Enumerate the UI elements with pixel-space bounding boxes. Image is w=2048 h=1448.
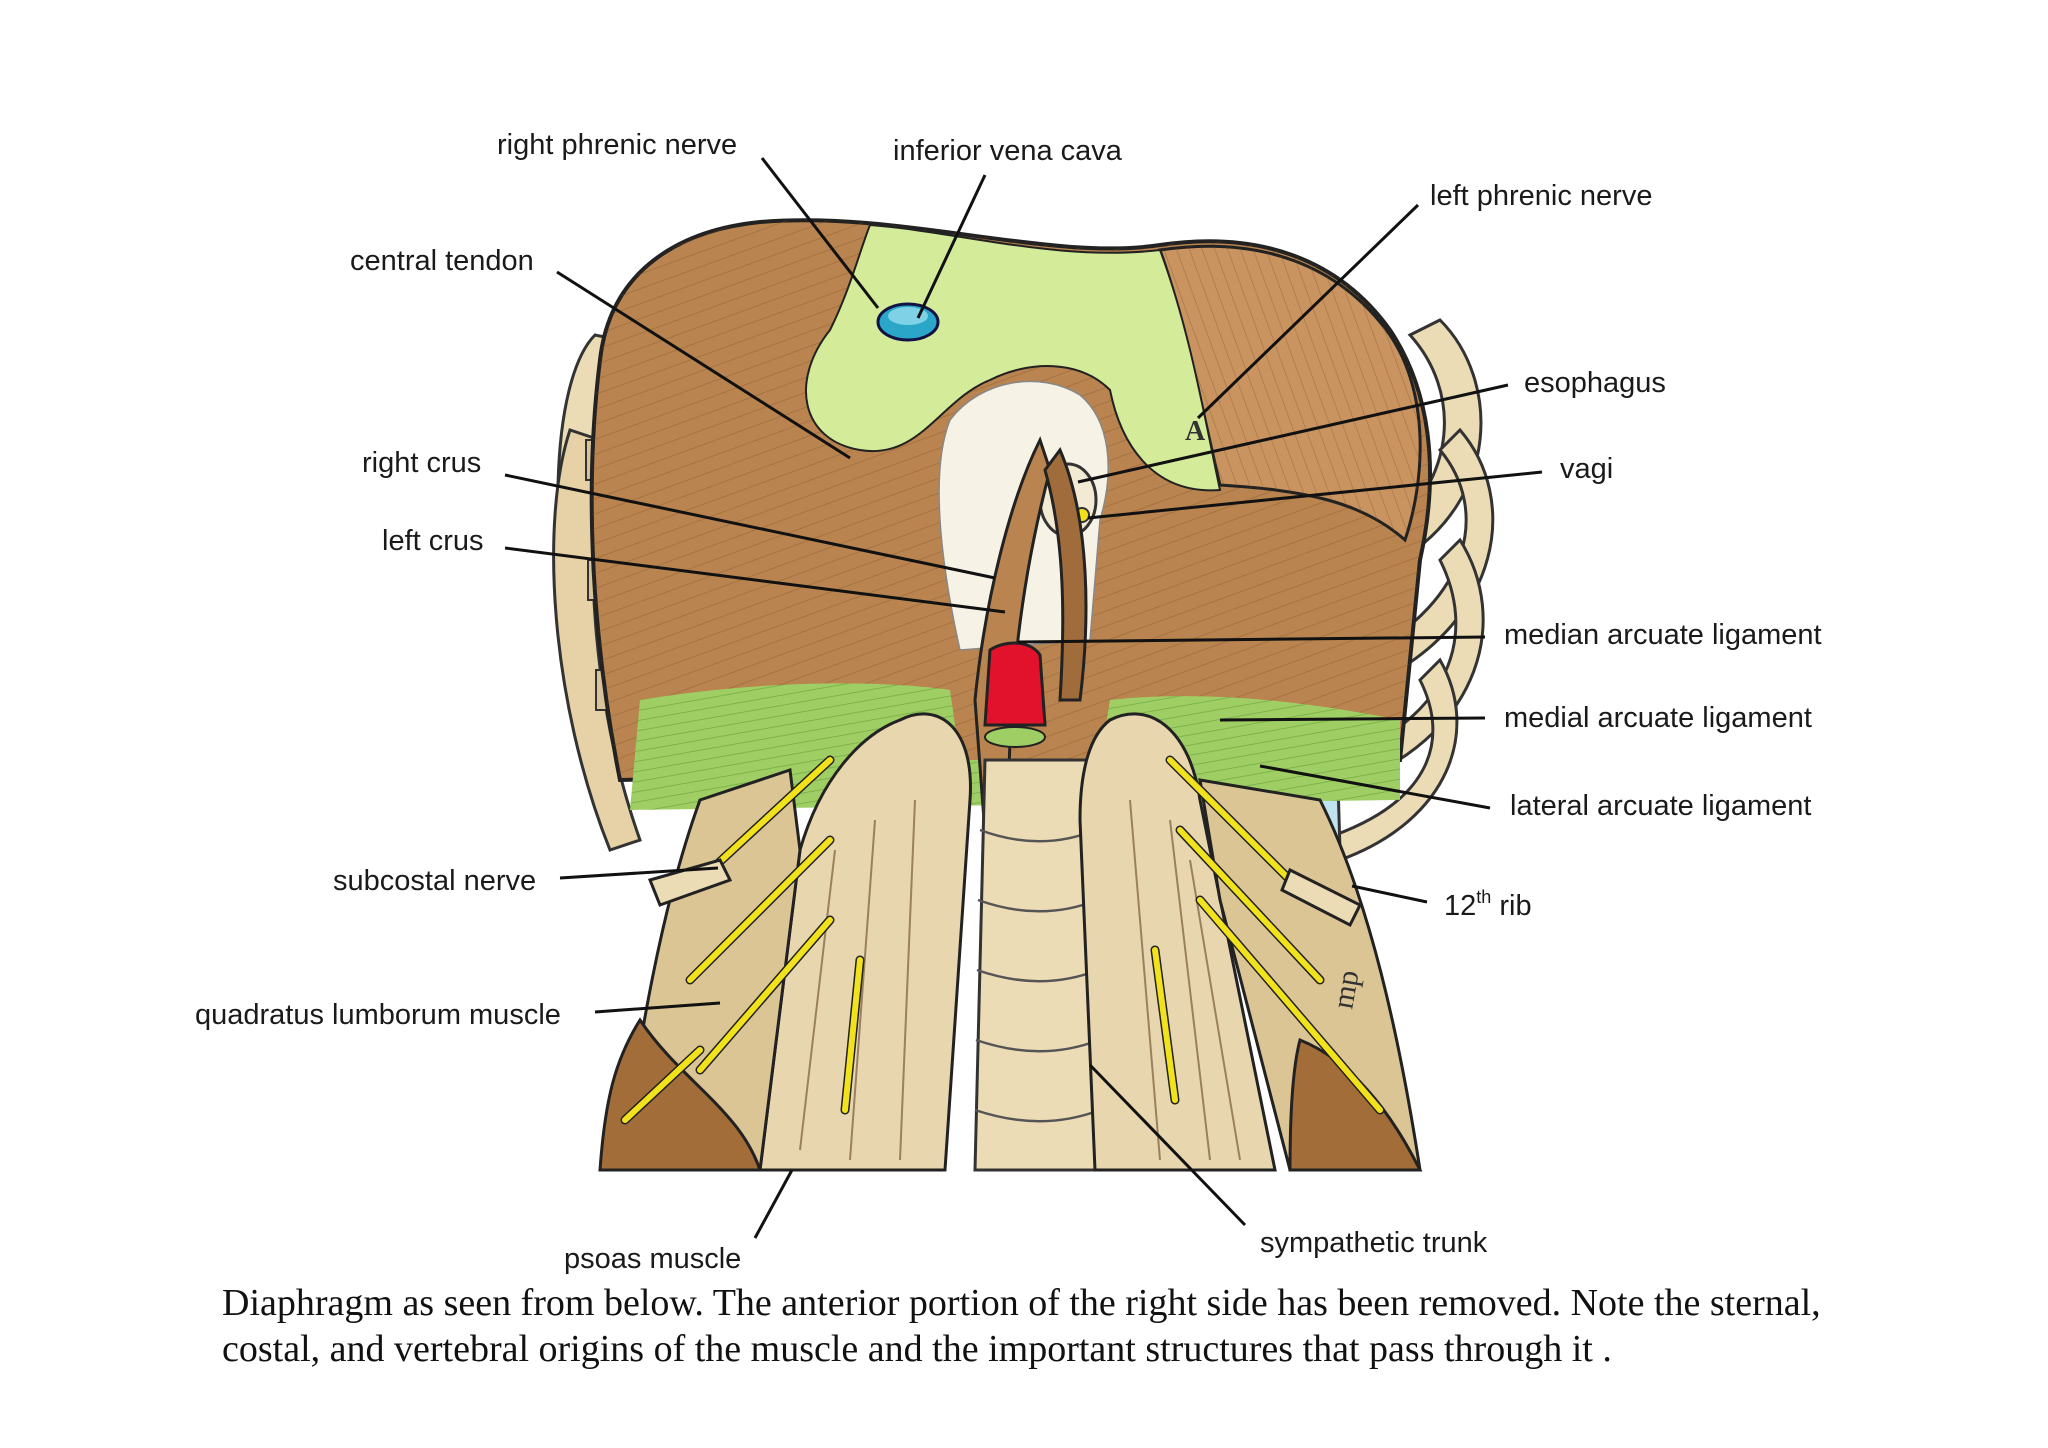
label-psoas-muscle: psoas muscle xyxy=(564,1243,741,1275)
figure-caption: Diaphragm as seen from below. The anteri… xyxy=(222,1280,1922,1372)
aortic-hiatus xyxy=(983,641,1047,748)
central-tendon-region xyxy=(805,223,1222,492)
label-sympathetic-trunk: sympathetic trunk xyxy=(1260,1227,1488,1259)
label-lateral-arcuate-ligament: lateral arcuate ligament xyxy=(1510,790,1811,822)
artist-signature: mp xyxy=(1326,968,1365,1011)
twelfth-ribs xyxy=(647,858,1363,928)
label-quadratus-lumborum-muscle: quadratus lumborum muscle xyxy=(195,999,561,1031)
label-central-tendon: central tendon xyxy=(350,245,534,277)
label-left-crus: left crus xyxy=(382,525,484,557)
label-12th-rib: 12th rib xyxy=(1444,887,1532,922)
psoas-muscles xyxy=(758,712,1277,1172)
leader-lines xyxy=(504,157,1543,1239)
label-right-crus: right crus xyxy=(362,447,481,479)
label-subcostal-nerve: subcostal nerve xyxy=(333,865,536,897)
caption-line-2: costal, and vertebral origins of the mus… xyxy=(222,1328,1612,1370)
inferior-vena-cava-opening xyxy=(876,302,940,342)
caption-line-1: Diaphragm as seen from below. The anteri… xyxy=(222,1282,1821,1324)
label-right-phrenic-nerve: right phrenic nerve xyxy=(497,129,737,161)
artist-mark: A xyxy=(1185,416,1206,447)
label-vagi: vagi xyxy=(1560,453,1613,485)
label-inferior-vena-cava: inferior vena cava xyxy=(893,135,1123,167)
label-medial-arcuate-ligament: medial arcuate ligament xyxy=(1504,702,1812,734)
label-left-phrenic-nerve: left phrenic nerve xyxy=(1430,180,1652,212)
label-esophagus: esophagus xyxy=(1524,367,1666,399)
label-median-arcuate-ligament: median arcuate ligament xyxy=(1504,619,1822,651)
